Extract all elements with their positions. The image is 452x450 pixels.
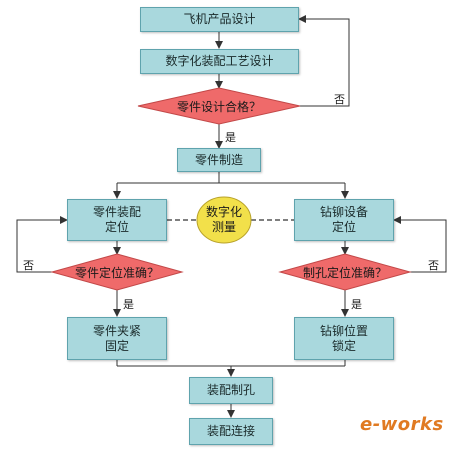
node-aircraft-design-text: 飞机产品设计 — [183, 12, 256, 26]
node-part-clamping: 零件夹紧 固定 — [67, 317, 167, 360]
node-digital-process-design: 数字化装配工艺设计 — [140, 49, 299, 74]
node-part-clamping-line2: 固定 — [104, 338, 129, 353]
node-assembly-drilling-text: 装配制孔 — [206, 383, 255, 397]
measurement-text: 数字化 测量 — [197, 204, 251, 236]
label-yes-left: 是 — [123, 298, 134, 311]
label-yes-design: 是 — [225, 131, 236, 144]
decision-hole-position-text: 制孔定位准确？ — [302, 265, 387, 280]
node-assembly-joining: 装配连接 — [189, 418, 273, 445]
node-drill-rivet-locking-line2: 锁定 — [331, 338, 356, 353]
decision-part-position-diamond — [50, 253, 184, 291]
arrow-check-left-no-loop — [16, 216, 68, 273]
node-drill-rivet-positioning-line2: 定位 — [331, 220, 356, 234]
node-drill-rivet-locking-line1: 钻铆位置 — [319, 323, 368, 338]
measurement-circle — [196, 196, 252, 244]
measurement-text-line1: 数字化 — [205, 205, 242, 219]
ework-watermark: e-works — [360, 414, 444, 435]
node-drill-rivet-positioning-line1: 钻铆设备 — [319, 205, 368, 219]
label-no-design: 否 — [334, 93, 345, 106]
node-digital-process-design-text: 数字化装配工艺设计 — [165, 54, 274, 68]
measurement-text-line2: 测量 — [211, 220, 236, 234]
node-part-assembly-positioning: 零件装配 定位 — [67, 199, 167, 241]
node-part-assembly-positioning-line2: 定位 — [104, 220, 129, 234]
arrow-check-no-loop — [298, 15, 350, 107]
node-aircraft-design: 飞机产品设计 — [140, 7, 299, 32]
node-part-assembly-positioning-line1: 零件装配 — [92, 205, 141, 219]
decision-hole-position-diamond — [278, 253, 412, 291]
arrow-check-right-no-loop — [393, 216, 447, 273]
node-part-manufacture-text: 零件制造 — [194, 152, 243, 167]
node-part-clamping-line1: 零件夹紧 — [92, 323, 141, 338]
node-drill-rivet-locking: 钻铆位置 锁定 — [294, 317, 394, 360]
decision-part-position-text: 零件定位准确？ — [74, 265, 159, 280]
node-assembly-drilling: 装配制孔 — [189, 377, 273, 404]
node-part-manufacture: 零件制造 — [177, 148, 261, 172]
node-assembly-joining-text: 装配连接 — [206, 424, 255, 438]
decision-part-design-diamond — [137, 87, 301, 125]
decision-part-design-text: 零件设计合格？ — [176, 99, 261, 114]
label-no-left: 否 — [23, 259, 34, 272]
node-drill-rivet-positioning: 钻铆设备 定位 — [294, 199, 394, 241]
label-yes-right: 是 — [351, 298, 362, 311]
label-no-right: 否 — [428, 259, 439, 272]
